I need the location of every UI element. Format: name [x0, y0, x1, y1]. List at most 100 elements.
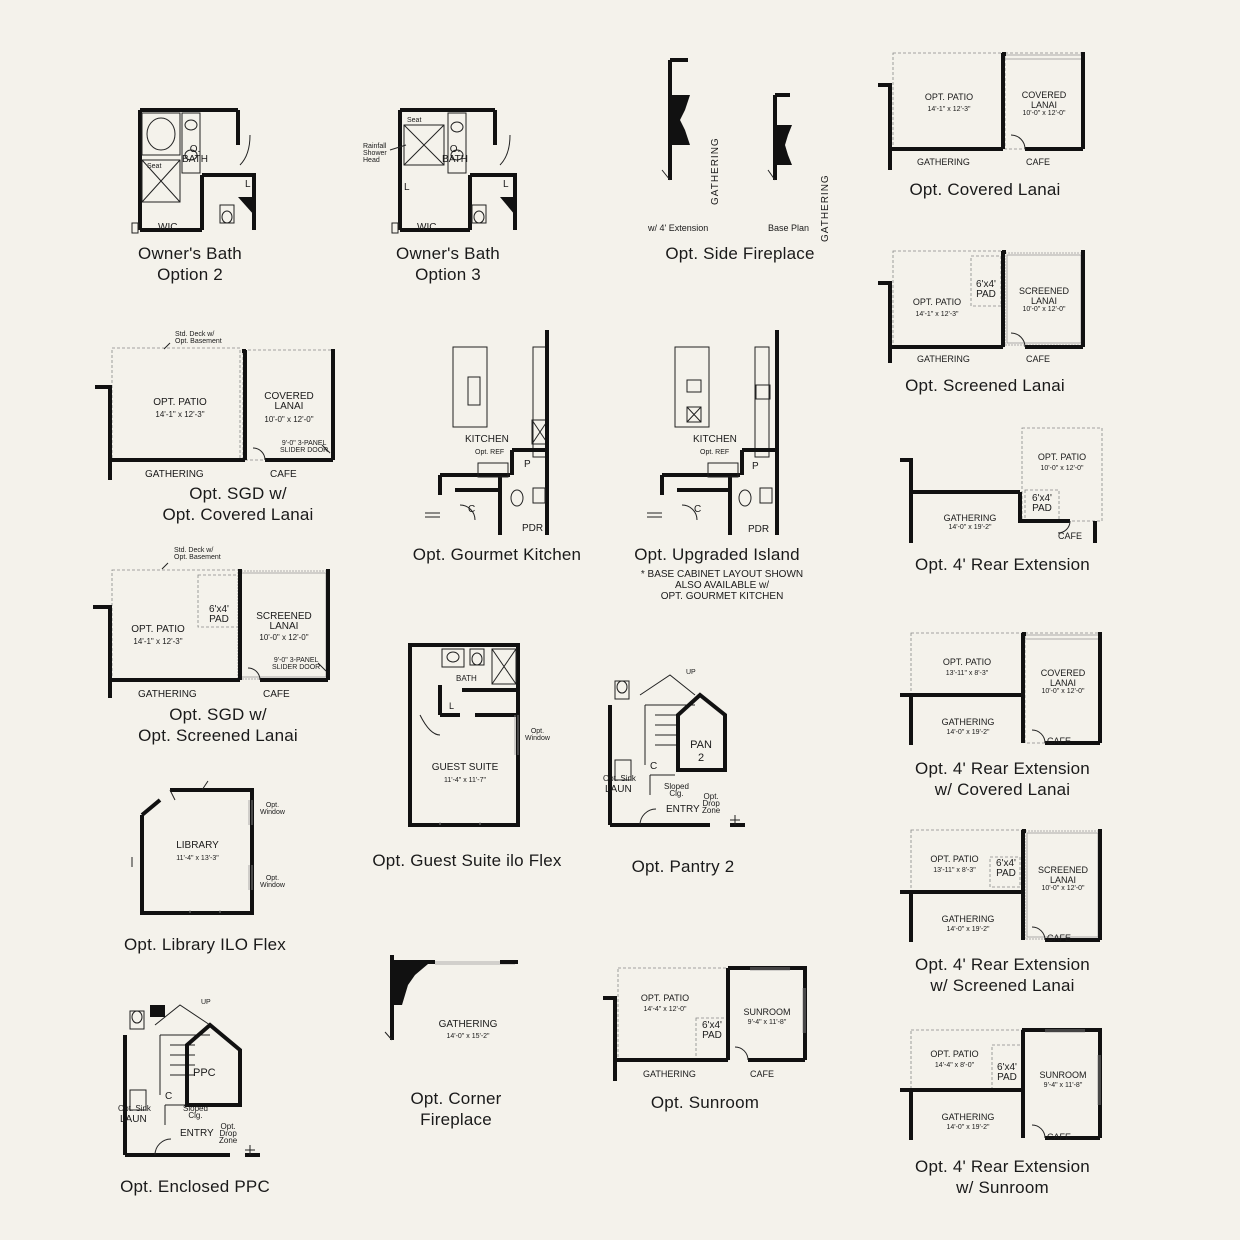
- plan-rear-ext-sunroom: OPT. PATIO 14'-4" x 8'-0" 6'x4' PAD SUNR…: [895, 1025, 1110, 1150]
- bath3-drawing: [389, 108, 517, 234]
- rear-sunroom-drawing: [900, 1028, 1102, 1140]
- bath3-l-label: L: [503, 179, 509, 190]
- bath3-caption: Owner's Bath Option 3: [368, 243, 528, 285]
- pantry-drawing: [608, 674, 745, 827]
- pantry-sink-label: Opt. Sink: [603, 774, 636, 783]
- rear-ext-patio: OPT. PATIO: [1037, 452, 1087, 462]
- upgraded-note: * BASE CABINET LAYOUT SHOWN ALSO AVAILAB…: [640, 569, 804, 602]
- side-fireplace-drawing: [661, 58, 792, 181]
- gourmet-pdr-label: PDR: [522, 523, 544, 534]
- rear-screened-lanai: SCREENED LANAI: [1037, 865, 1088, 885]
- corner-fp-gathering: GATHERING: [438, 1019, 498, 1030]
- plan-gourmet-kitchen: KITCHEN Opt. REF P C PDR: [420, 325, 560, 540]
- sgd-covered-cafe: CAFE: [270, 469, 297, 480]
- covered-lanai-patio-dim: 14'-1" x 12'-3": [927, 106, 971, 113]
- rear-ext-caption: Opt. 4' Rear Extension: [915, 555, 1090, 574]
- sunroom-dim: 9'-4" x 11'-8": [747, 1019, 787, 1026]
- plan-covered-lanai: OPT. PATIO 14'-1" x 12'-3" COVERED LANAI…: [875, 50, 1090, 175]
- guest-caption: Opt. Guest Suite ilo Flex: [372, 851, 562, 870]
- rear-screened-pad: 6'x4' PAD: [996, 858, 1016, 879]
- library-dim: 11'-4" x 13'-3": [176, 855, 219, 862]
- bath3-wic-label: WIC: [417, 222, 437, 233]
- screened-lanai-lanai: SCREENED LANAI: [1018, 286, 1069, 306]
- sunroom-label: SUNROOM: [743, 1007, 791, 1017]
- guest-suite-dim: 11'-4" x 11'-7": [443, 777, 486, 784]
- ppc-up-label: UP: [201, 999, 211, 1006]
- rear-ext-patio-dim: 10'-0" x 12'-0": [1040, 465, 1084, 472]
- sgd-screened-drawing: [93, 562, 330, 698]
- bath2-caption-line2: Option 2: [157, 265, 223, 284]
- bath3-l2-label: L: [404, 182, 410, 193]
- rear-ext-gathering-dim: 14'-0" x 19'-2": [948, 524, 992, 531]
- sgd-screened-caption: Opt. SGD w/ Opt. Screened Lanai: [98, 704, 338, 746]
- sgd-screened-gathering: GATHERING: [138, 689, 197, 700]
- bath3-bath-label: O. BATH: [442, 144, 468, 165]
- rear-sunroom-caption-line1: Opt. 4' Rear Extension: [915, 1157, 1090, 1176]
- guest-bath-label: BATH: [456, 674, 477, 683]
- sgd-screened-patio-dim: 14'-1" x 12'-3": [133, 637, 183, 646]
- rear-sunroom-gathering-dim: 14'-0" x 19'-2": [946, 1124, 990, 1131]
- pantry-pan-label: PAN 2: [690, 739, 712, 764]
- bath3-caption-line2: Option 3: [415, 265, 481, 284]
- sgd-covered-patio-dim: 14'-1" x 12'-3": [155, 410, 205, 419]
- rear-covered-caption-line2: w/ Covered Lanai: [934, 780, 1071, 799]
- bath2-seat-label: Seat: [147, 163, 162, 170]
- sgd-covered-patio: OPT. PATIO: [153, 397, 207, 408]
- rear-sunroom-gathering: GATHERING: [941, 1112, 995, 1122]
- sgd-covered-deck: Std. Deck w/ Opt. Basement: [175, 331, 222, 345]
- bath3-caption-line1: Owner's Bath: [396, 244, 500, 263]
- rear-sunroom-dim: 9'-4" x 11'-8": [1043, 1082, 1083, 1089]
- covered-lanai-cafe: CAFE: [1026, 157, 1051, 167]
- pantry-caption: Opt. Pantry 2: [631, 857, 735, 876]
- side-fireplace-gathering-base: GATHERING: [820, 174, 831, 242]
- corner-fp-drawing: [384, 955, 518, 1041]
- ppc-laun-label: LAUN: [120, 1114, 147, 1125]
- screened-lanai-caption: Opt. Screened Lanai: [905, 376, 1065, 395]
- side-fireplace-gathering-ext: GATHERING: [710, 137, 721, 205]
- sunroom-pad: 6'x4' PAD: [702, 1020, 722, 1041]
- guest-l-label: L: [449, 701, 455, 711]
- corner-fp-gathering-dim: 14'-0" x 15'-2": [446, 1033, 490, 1040]
- sgd-screened-lanai-dim: 10'-0" x 12'-0": [259, 633, 309, 642]
- covered-lanai-caption: Opt. Covered Lanai: [909, 180, 1061, 199]
- rear-ext-gathering: GATHERING: [943, 513, 997, 523]
- gourmet-drawing: [425, 330, 549, 535]
- upgraded-caption: Opt. Upgraded Island: [634, 545, 800, 564]
- rear-screened-patio: OPT. PATIO: [930, 854, 979, 864]
- rear-sunroom-label: SUNROOM: [1039, 1070, 1087, 1080]
- rear-sunroom-patio-dim: 14'-4" x 8'-0": [934, 1062, 975, 1069]
- ppc-label: PPC: [193, 1067, 216, 1079]
- sunroom-patio-dim: 14'-4" x 12'-0": [643, 1006, 687, 1013]
- screened-lanai-gathering: GATHERING: [917, 354, 970, 364]
- plan-rear-extension: OPT. PATIO 10'-0" x 12'-0" 6'x4' PAD GAT…: [895, 425, 1110, 550]
- rear-screened-caption-line2: w/ Screened Lanai: [930, 976, 1075, 995]
- screened-lanai-cafe: CAFE: [1026, 354, 1051, 364]
- sgd-screened-caption-line1: Opt. SGD w/: [169, 705, 267, 724]
- rear-screened-cafe: CAFE: [1047, 933, 1072, 943]
- gourmet-p-label: P: [524, 459, 531, 470]
- library-drawing: [131, 780, 254, 915]
- screened-lanai-patio-dim: 14'-1" x 12'-3": [915, 311, 959, 318]
- rear-ext-cafe: CAFE: [1058, 531, 1083, 541]
- library-label: LIBRARY: [176, 840, 219, 851]
- rear-sunroom-cafe: CAFE: [1047, 1132, 1072, 1142]
- bath2-l-label: L: [245, 179, 251, 190]
- bath2-bath-label: O. BATH: [182, 144, 208, 165]
- plan-rear-ext-covered-lanai: OPT. PATIO 13'-11" x 8'-3" COVERED LANAI…: [895, 630, 1110, 755]
- corner-fp-caption-line1: Opt. Corner: [410, 1089, 502, 1108]
- rear-covered-gathering-dim: 14'-0" x 19'-2": [946, 729, 990, 736]
- sgd-screened-cafe: CAFE: [263, 689, 290, 700]
- rear-screened-caption-line1: Opt. 4' Rear Extension: [915, 955, 1090, 974]
- rear-sunroom-pad: 6'x4' PAD: [997, 1062, 1017, 1083]
- sgd-screened-deck: Std. Deck w/ Opt. Basement: [174, 547, 221, 561]
- rear-ext-pad: 6'x4' PAD: [1032, 493, 1052, 514]
- plan-library: LIBRARY 11'-4" x 13'-3" Opt. Window Opt.…: [130, 775, 300, 920]
- bath2-caption-line1: Owner's Bath: [138, 244, 242, 263]
- gourmet-kitchen-label: KITCHEN: [465, 434, 509, 445]
- sgd-covered-slider: 9'-0" 3-PANEL SLIDER DOOR: [280, 440, 329, 454]
- bath2-wic-label: WIC: [158, 222, 178, 233]
- plan-corner-fireplace: GATHERING 14'-0" x 15'-2": [380, 950, 530, 1050]
- plan-pantry-2: UP PAN 2 C Opt. Sink LAUN Sloped Clg. Op…: [600, 665, 750, 835]
- upgraded-c-label: C: [694, 504, 702, 515]
- upgraded-pdr-label: PDR: [748, 524, 770, 535]
